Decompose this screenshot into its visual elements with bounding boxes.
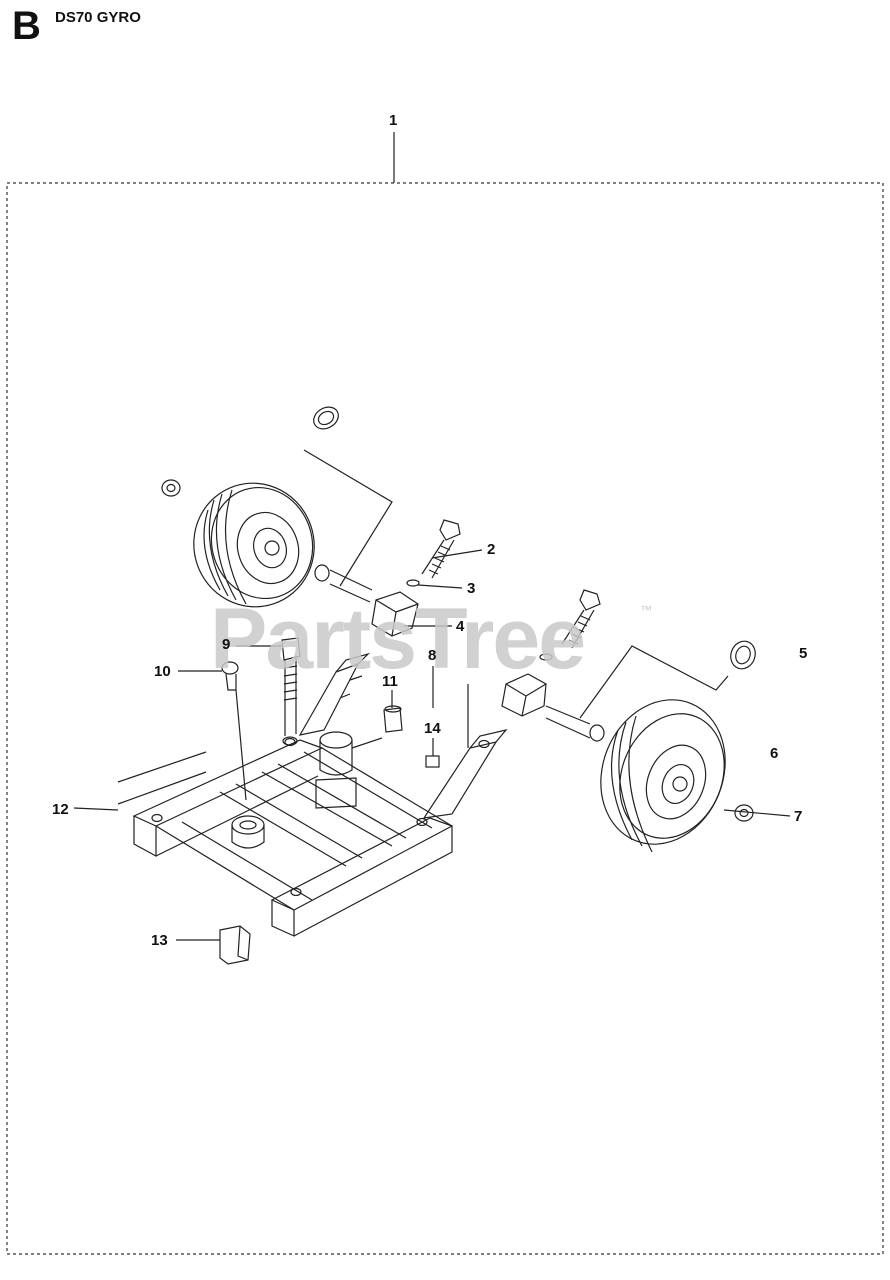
frame-extension-12 — [117, 751, 207, 805]
bracket-left — [371, 591, 419, 637]
washer-small — [406, 579, 553, 661]
callout-8[interactable]: 8 — [428, 647, 437, 664]
model-title: DS70 GYRO — [55, 9, 141, 26]
right-hubcap — [730, 640, 756, 670]
callout-3[interactable]: 3 — [467, 580, 476, 597]
swivel-block — [315, 731, 383, 809]
callout-5[interactable]: 5 — [799, 645, 808, 662]
grease-nipple-10 — [221, 661, 247, 801]
callout-9[interactable]: 9 — [222, 636, 231, 653]
callout-2[interactable]: 2 — [487, 541, 496, 558]
right-washer — [734, 804, 754, 822]
pivot-bushing — [231, 815, 265, 849]
callout-6[interactable]: 6 — [770, 745, 779, 762]
right-wheel-guide-line — [579, 645, 729, 719]
callout-10[interactable]: 10 — [154, 663, 171, 680]
callout-leaders — [73, 549, 791, 941]
trademark-symbol: ™ — [640, 603, 652, 617]
bolt-right — [561, 589, 601, 649]
watermark: PartsTree — [210, 591, 586, 687]
nut-11 — [383, 705, 403, 733]
callout-7[interactable]: 7 — [794, 808, 803, 825]
callout-12[interactable]: 12 — [52, 801, 69, 818]
right-wheel — [600, 699, 726, 853]
left-washer — [161, 479, 181, 497]
callout-11[interactable]: 11 — [382, 673, 398, 690]
frame — [132, 652, 508, 937]
bolt-upper — [421, 519, 461, 579]
assembly-boundary — [6, 182, 884, 1255]
end-cap-13 — [219, 925, 251, 965]
section-letter: B — [12, 4, 41, 48]
bolt-9 — [281, 637, 301, 746]
bracket-right — [501, 673, 547, 717]
right-axle — [545, 705, 605, 742]
callout-14[interactable]: 14 — [424, 720, 441, 737]
callout-1[interactable]: 1 — [389, 112, 398, 129]
callout-4[interactable]: 4 — [456, 618, 465, 635]
left-wheel-guide-line — [303, 449, 393, 587]
callout-13[interactable]: 13 — [151, 932, 168, 949]
plug-14 — [425, 755, 440, 768]
left-hubcap — [313, 406, 339, 430]
left-axle — [314, 564, 373, 603]
left-wheel — [193, 482, 315, 608]
